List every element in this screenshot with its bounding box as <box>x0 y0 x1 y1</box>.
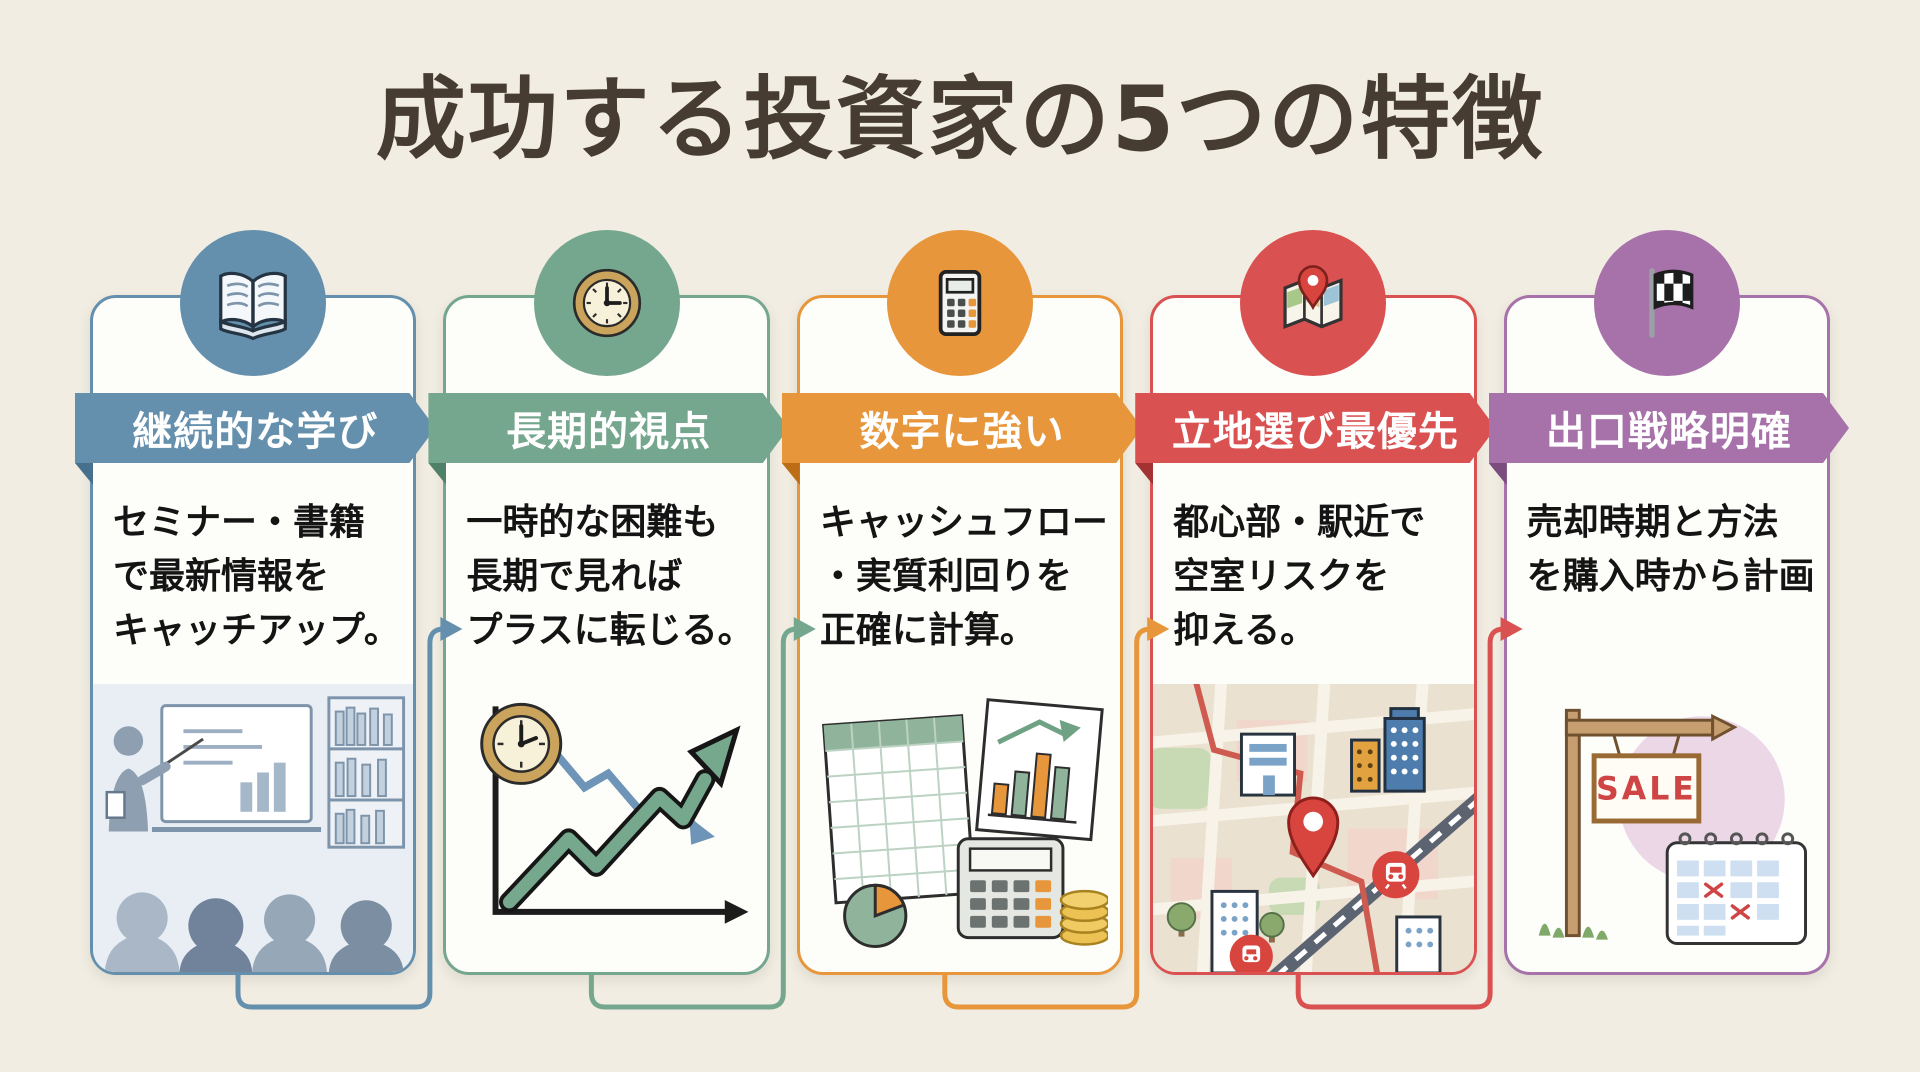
ribbon-fold <box>428 463 447 485</box>
body-line: 一時的な困難も <box>466 502 719 543</box>
banner-label: 立地選び最優先 <box>1171 409 1459 455</box>
calculator-icon <box>887 230 1034 376</box>
card-body-text: 都心部・駅近で 空室リスクを 抑える。 <box>1173 496 1467 658</box>
card-body-text: キャッシュフロー ・実質利回りを 正確に計算。 <box>820 496 1114 658</box>
card-clear-exit-strategy: 出口戦略明確 売却時期と方法 を購入時から計画 <box>1488 230 1830 975</box>
card-strong-with-numbers: 数字に強い キャッシュフロー ・実質利回りを 正確に計算。 <box>781 230 1123 975</box>
body-line: ・実質利回りを <box>819 556 1072 597</box>
train-badge <box>1372 851 1420 899</box>
card-location-first: 立地選び最優先 都心部・駅近で 空室リスクを 抑える。 <box>1135 230 1476 975</box>
body-line: 都心部・駅近で <box>1173 502 1426 543</box>
card-body-text: セミナー・書籍 で最新情報を キャッチアップ。 <box>113 496 407 658</box>
body-line: プラスに転じる。 <box>466 610 754 651</box>
banner-label: 数字に強い <box>859 409 1065 455</box>
body-line: 空室リスクを <box>1173 556 1390 597</box>
card-continuous-learning: 継続的な学び セミナー・書籍 で最新情報を キャッチアップ。 <box>75 230 416 975</box>
card-body-text: 一時的な困難も 長期で見れば プラスに転じる。 <box>466 496 760 658</box>
ribbon-fold <box>1135 463 1154 485</box>
ribbon-fold <box>75 463 93 485</box>
growth-chart-illustration <box>458 680 754 962</box>
sale-sign-text: SALE <box>1596 771 1697 807</box>
ribbon-fold <box>1488 463 1507 485</box>
open-book-icon <box>180 230 327 376</box>
body-line: キャッシュフロー <box>819 502 1108 543</box>
ribbon-fold <box>781 463 800 485</box>
city-map-illustration <box>1153 684 1474 972</box>
body-line: で最新情報を <box>113 556 330 597</box>
card-banner: 数字に強い <box>782 393 1142 463</box>
card-body-text: 売却時期と方法 を購入時から計画 <box>1527 496 1821 604</box>
card-banner: 継続的な学び <box>75 393 435 463</box>
banner-label: 継続的な学び <box>132 409 379 455</box>
body-line: キャッチアップ。 <box>113 610 400 651</box>
card-banner: 立地選び最優先 <box>1135 393 1495 463</box>
body-line: セミナー・書籍 <box>113 502 366 543</box>
sale-sign-calendar-illustration: SALE <box>1519 680 1815 962</box>
seminar-illustration <box>93 684 414 972</box>
card-banner: 長期的視点 <box>428 393 788 463</box>
finance-illustration <box>812 680 1109 962</box>
body-line: 抑える。 <box>1173 610 1317 651</box>
body-line: 正確に計算。 <box>819 610 1036 651</box>
body-line: 長期で見れば <box>466 556 683 597</box>
map-pin-icon <box>1240 230 1387 376</box>
card-row: 継続的な学び セミナー・書籍 で最新情報を キャッチアップ。 <box>75 230 1830 975</box>
card-banner: 出口戦略明確 <box>1489 393 1849 463</box>
body-line: 売却時期と方法 <box>1526 502 1779 543</box>
location-pin <box>1287 796 1340 879</box>
checkered-flag-icon <box>1593 230 1740 376</box>
card-long-term-perspective: 長期的視点 一時的な困難も 長期で見れば プラスに転じる。 <box>428 230 769 975</box>
banner-label: 出口戦略明確 <box>1545 409 1792 455</box>
train-badge <box>1229 934 1274 972</box>
banner-label: 長期的視点 <box>506 409 712 455</box>
clock-icon <box>533 230 680 376</box>
body-line: を購入時から計画 <box>1526 556 1815 597</box>
page-title: 成功する投資家の5つの特徴 <box>375 67 1545 172</box>
